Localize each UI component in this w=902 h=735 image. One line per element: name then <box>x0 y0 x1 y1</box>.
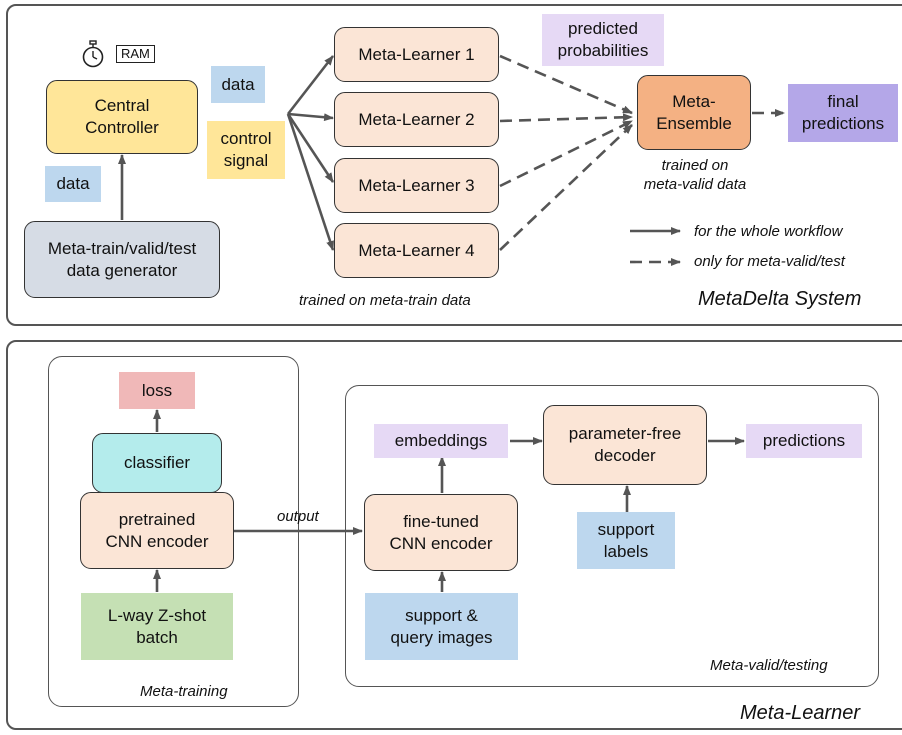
meta-training-caption: Meta-training <box>140 683 228 700</box>
classifier-box: classifier <box>92 433 222 493</box>
meta-learner-caption: Meta-Learner <box>740 702 861 724</box>
dashed-learner-2-to-ensemble <box>499 113 633 123</box>
final-predictions-tag: final predictions <box>788 84 898 142</box>
dashed-learner-3-to-ensemble <box>499 119 633 188</box>
meta-learner-4: Meta-Learner 4 <box>334 223 499 278</box>
central-controller: Central Controller <box>46 80 198 154</box>
output-caption: output <box>277 508 319 525</box>
support-labels-tag: support labels <box>577 512 675 569</box>
meta-valid-testing-subpanel <box>345 385 879 687</box>
meta-ensemble: Meta- Ensemble <box>637 75 751 150</box>
legend-solid-label: for the whole workflow <box>694 223 843 240</box>
predictions-tag: predictions <box>746 424 862 458</box>
legend-dashed-label: only for meta-valid/test <box>694 253 845 270</box>
metadelta-system-panel <box>6 4 902 326</box>
dashed-learner-1-to-ensemble <box>499 54 633 115</box>
l-way-z-shot-batch: L-way Z-shot batch <box>81 593 233 660</box>
data-tag-left: data <box>45 166 101 202</box>
trained-on-meta-train-caption: trained on meta-train data <box>299 292 471 309</box>
ram-label: RAM <box>116 45 155 63</box>
data-tag-right: data <box>211 66 265 103</box>
meta-valid-testing-caption: Meta-valid/testing <box>710 657 828 674</box>
meta-learner-panel <box>6 340 902 730</box>
embeddings-tag: embeddings <box>374 424 508 458</box>
meta-learner-1: Meta-Learner 1 <box>334 27 499 82</box>
parameter-free-decoder: parameter-free decoder <box>543 405 707 485</box>
metadelta-system-caption: MetaDelta System <box>698 288 862 310</box>
control-signal-tag: control signal <box>207 121 285 179</box>
meta-learner-2: Meta-Learner 2 <box>334 92 499 147</box>
arrow-to-learner-2 <box>287 112 334 122</box>
arrow-to-learner-4 <box>286 113 335 251</box>
stopwatch-icon <box>80 40 106 68</box>
trained-on-meta-valid-caption: trained on meta-valid data <box>643 157 747 193</box>
data-generator: Meta-train/valid/test data generator <box>24 221 220 298</box>
pretrained-cnn-encoder: pretrained CNN encoder <box>80 492 234 569</box>
fine-tuned-cnn-encoder: fine-tuned CNN encoder <box>364 494 518 571</box>
support-query-images-tag: support & query images <box>365 593 518 660</box>
arrow-to-learner-1 <box>286 55 335 115</box>
predicted-probabilities-tag: predicted probabilities <box>542 14 664 66</box>
meta-learner-3: Meta-Learner 3 <box>334 158 499 213</box>
dashed-learner-4-to-ensemble <box>499 124 633 251</box>
arrow-to-learner-3 <box>286 113 335 183</box>
loss-tag: loss <box>119 372 195 409</box>
